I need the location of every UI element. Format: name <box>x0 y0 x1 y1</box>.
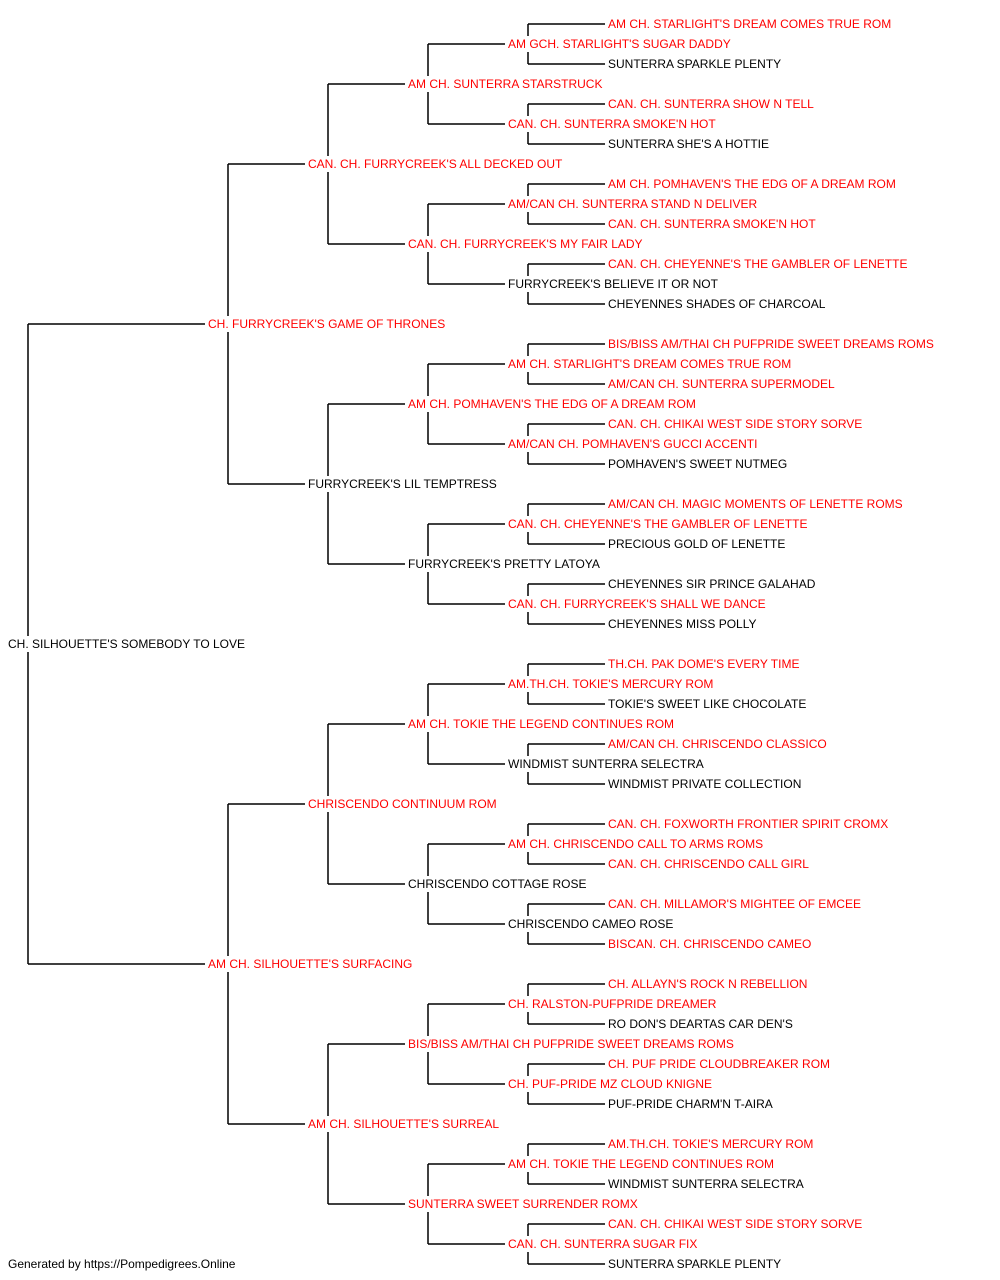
dog-name-subject-sire-dam: FURRYCREEK'S LIL TEMPTRESS <box>308 477 497 491</box>
dog-name-subject-dam-sire-sire-dam-dam: WINDMIST PRIVATE COLLECTION <box>608 777 801 791</box>
dog-name-subject-sire-dam-dam-sire-sire: AM/CAN CH. MAGIC MOMENTS OF LENETTE ROMS <box>608 497 903 511</box>
dog-name-subject-dam-sire-dam-sire-sire: CAN. CH. FOXWORTH FRONTIER SPIRIT CROMX <box>608 817 888 831</box>
dog-name-subject-sire-sire-sire-sire: AM GCH. STARLIGHT'S SUGAR DADDY <box>508 37 731 51</box>
dog-name-subject-dam-sire-dam: CHRISCENDO COTTAGE ROSE <box>408 877 586 891</box>
dog-name-subject-sire-sire-dam-sire: AM/CAN CH. SUNTERRA STAND N DELIVER <box>508 197 757 211</box>
dog-name-subject-sire-dam-dam: FURRYCREEK'S PRETTY LATOYA <box>408 557 600 571</box>
dog-name-subject-sire-sire-dam-dam-sire: CAN. CH. CHEYENNE'S THE GAMBLER OF LENET… <box>608 257 907 271</box>
dog-name-subject-sire-dam-sire-sire-sire: BIS/BISS AM/THAI CH PUFPRIDE SWEET DREAM… <box>608 337 934 351</box>
dog-name-subject-sire-sire-dam-sire-sire: AM CH. POMHAVEN'S THE EDG OF A DREAM ROM <box>608 177 896 191</box>
dog-name-subject-sire-sire-dam-dam-dam: CHEYENNES SHADES OF CHARCOAL <box>608 297 826 311</box>
dog-name-subject-dam-sire-sire-dam-sire: AM/CAN CH. CHRISCENDO CLASSICO <box>608 737 827 751</box>
dog-name-subject-sire-dam-dam-sire: CAN. CH. CHEYENNE'S THE GAMBLER OF LENET… <box>508 517 807 531</box>
dog-name-subject-dam-dam-dam-dam-dam: SUNTERRA SPARKLE PLENTY <box>608 1257 781 1271</box>
dog-name-subject-dam-sire-dam-sire-dam: CAN. CH. CHRISCENDO CALL GIRL <box>608 857 809 871</box>
dog-name-subject-sire-dam-dam-sire-dam: PRECIOUS GOLD OF LENETTE <box>608 537 785 551</box>
dog-name-subject-dam-dam-sire-dam-dam: PUF-PRIDE CHARM'N T-AIRA <box>608 1097 773 1111</box>
dog-name-subject-sire-dam-dam-dam: CAN. CH. FURRYCREEK'S SHALL WE DANCE <box>508 597 766 611</box>
dog-name-subject-sire-sire-sire-dam-sire: CAN. CH. SUNTERRA SHOW N TELL <box>608 97 814 111</box>
dog-name-subject-dam-sire-sire-sire-sire: TH.CH. PAK DOME'S EVERY TIME <box>608 657 799 671</box>
dog-name-subject-dam-sire-dam-sire: AM CH. CHRISCENDO CALL TO ARMS ROMS <box>508 837 763 851</box>
dog-name-subject-dam-dam-sire-sire-sire: CH. ALLAYN'S ROCK N REBELLION <box>608 977 807 991</box>
dog-name-subject-sire-dam-sire-dam-dam: POMHAVEN'S SWEET NUTMEG <box>608 457 787 471</box>
dog-name-subject-sire-sire-sire-sire-dam: SUNTERRA SPARKLE PLENTY <box>608 57 781 71</box>
footer-credit: Generated by https://Pompedigrees.Online <box>8 1257 236 1271</box>
dog-name-subject-dam-dam-dam-dam-sire: CAN. CH. CHIKAI WEST SIDE STORY SORVE <box>608 1217 862 1231</box>
dog-name-subject-sire-sire-sire: AM CH. SUNTERRA STARSTRUCK <box>408 77 602 91</box>
dog-name-subject-sire-dam-sire-sire: AM CH. STARLIGHT'S DREAM COMES TRUE ROM <box>508 357 791 371</box>
dog-name-subject-sire-sire-sire-dam: CAN. CH. SUNTERRA SMOKE'N HOT <box>508 117 716 131</box>
dog-name-subject-dam-dam-sire-dam-sire: CH. PUF PRIDE CLOUDBREAKER ROM <box>608 1057 830 1071</box>
dog-name-subject: CH. SILHOUETTE'S SOMEBODY TO LOVE <box>8 637 245 651</box>
dog-name-subject-sire-dam-dam-dam-sire: CHEYENNES SIR PRINCE GALAHAD <box>608 577 816 591</box>
dog-name-subject-sire-sire-dam-sire-dam: CAN. CH. SUNTERRA SMOKE'N HOT <box>608 217 816 231</box>
dog-name-subject-dam-sire-sire-dam: WINDMIST SUNTERRA SELECTRA <box>508 757 704 771</box>
dog-name-subject-sire-dam-sire: AM CH. POMHAVEN'S THE EDG OF A DREAM ROM <box>408 397 696 411</box>
dog-name-subject-dam-sire-sire-sire: AM.TH.CH. TOKIE'S MERCURY ROM <box>508 677 713 691</box>
dog-name-subject-dam-dam-dam-dam: CAN. CH. SUNTERRA SUGAR FIX <box>508 1237 697 1251</box>
dog-name-subject-sire-dam-dam-dam-dam: CHEYENNES MISS POLLY <box>608 617 757 631</box>
dog-name-subject-dam-dam-sire-sire-dam: RO DON'S DEARTAS CAR DEN'S <box>608 1017 793 1031</box>
dog-name-subject-dam-sire-sire-sire-dam: TOKIE'S SWEET LIKE CHOCOLATE <box>608 697 806 711</box>
dog-name-subject-sire-sire-dam: CAN. CH. FURRYCREEK'S MY FAIR LADY <box>408 237 643 251</box>
dog-name-subject-dam-sire-sire: AM CH. TOKIE THE LEGEND CONTINUES ROM <box>408 717 674 731</box>
dog-name-subject-dam-dam-dam-sire-dam: WINDMIST SUNTERRA SELECTRA <box>608 1177 804 1191</box>
dog-name-subject-dam-dam-dam-sire: AM CH. TOKIE THE LEGEND CONTINUES ROM <box>508 1157 774 1171</box>
dog-name-subject-sire-dam-sire-dam: AM/CAN CH. POMHAVEN'S GUCCI ACCENTI <box>508 437 757 451</box>
dog-name-subject-sire-sire-sire-dam-dam: SUNTERRA SHE'S A HOTTIE <box>608 137 769 151</box>
dog-name-subject-dam-dam-dam-sire-sire: AM.TH.CH. TOKIE'S MERCURY ROM <box>608 1137 813 1151</box>
dog-name-subject-sire-sire: CAN. CH. FURRYCREEK'S ALL DECKED OUT <box>308 157 563 171</box>
dog-name-subject-dam-sire: CHRISCENDO CONTINUUM ROM <box>308 797 497 811</box>
dog-name-subject-sire-dam-sire-sire-dam: AM/CAN CH. SUNTERRA SUPERMODEL <box>608 377 835 391</box>
dog-name-subject-dam-dam-sire: BIS/BISS AM/THAI CH PUFPRIDE SWEET DREAM… <box>408 1037 734 1051</box>
dog-name-subject-sire-sire-sire-sire-sire: AM CH. STARLIGHT'S DREAM COMES TRUE ROM <box>608 17 891 31</box>
dog-name-subject-sire-sire-dam-dam: FURRYCREEK'S BELIEVE IT OR NOT <box>508 277 719 291</box>
dog-name-subject-dam-dam-dam: SUNTERRA SWEET SURRENDER ROMX <box>408 1197 638 1211</box>
dog-name-subject-dam: AM CH. SILHOUETTE'S SURFACING <box>208 957 412 971</box>
dog-name-subject-sire-dam-sire-dam-sire: CAN. CH. CHIKAI WEST SIDE STORY SORVE <box>608 417 862 431</box>
dog-name-subject-sire: CH. FURRYCREEK'S GAME OF THRONES <box>208 317 445 331</box>
dog-name-subject-dam-sire-dam-dam-dam: BISCAN. CH. CHRISCENDO CAMEO <box>608 937 811 951</box>
dog-name-subject-dam-sire-dam-dam-sire: CAN. CH. MILLAMOR'S MIGHTEE OF EMCEE <box>608 897 861 911</box>
dog-name-subject-dam-dam-sire-sire: CH. RALSTON-PUFPRIDE DREAMER <box>508 997 717 1011</box>
dog-name-subject-dam-sire-dam-dam: CHRISCENDO CAMEO ROSE <box>508 917 673 931</box>
dog-name-subject-dam-dam: AM CH. SILHOUETTE'S SURREAL <box>308 1117 499 1131</box>
dog-name-subject-dam-dam-sire-dam: CH. PUF-PRIDE MZ CLOUD KNIGNE <box>508 1077 712 1091</box>
